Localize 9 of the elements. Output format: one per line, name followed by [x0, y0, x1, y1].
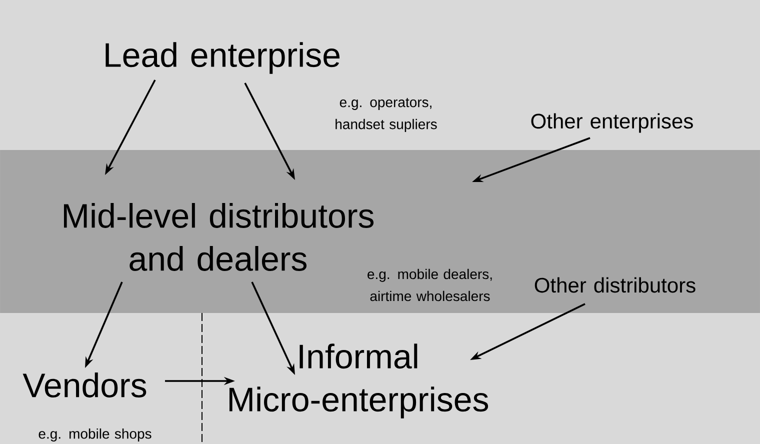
label-text: Other distributors	[534, 277, 696, 293]
note-text: e.g. mobile shops	[38, 428, 152, 442]
label-text: Mid-level distributors and dealers	[64, 203, 374, 271]
note-text: e.g. mobile dealers, airtime wholesalers	[368, 268, 492, 302]
label-text: Informal Micro-enterprises	[230, 344, 488, 418]
note-text: e.g. operators, handset supliers	[336, 98, 437, 132]
label-text: Vendors	[22, 372, 146, 398]
label-text: Lead enterprise	[106, 42, 340, 74]
label-text: Other enterprises	[531, 113, 693, 133]
